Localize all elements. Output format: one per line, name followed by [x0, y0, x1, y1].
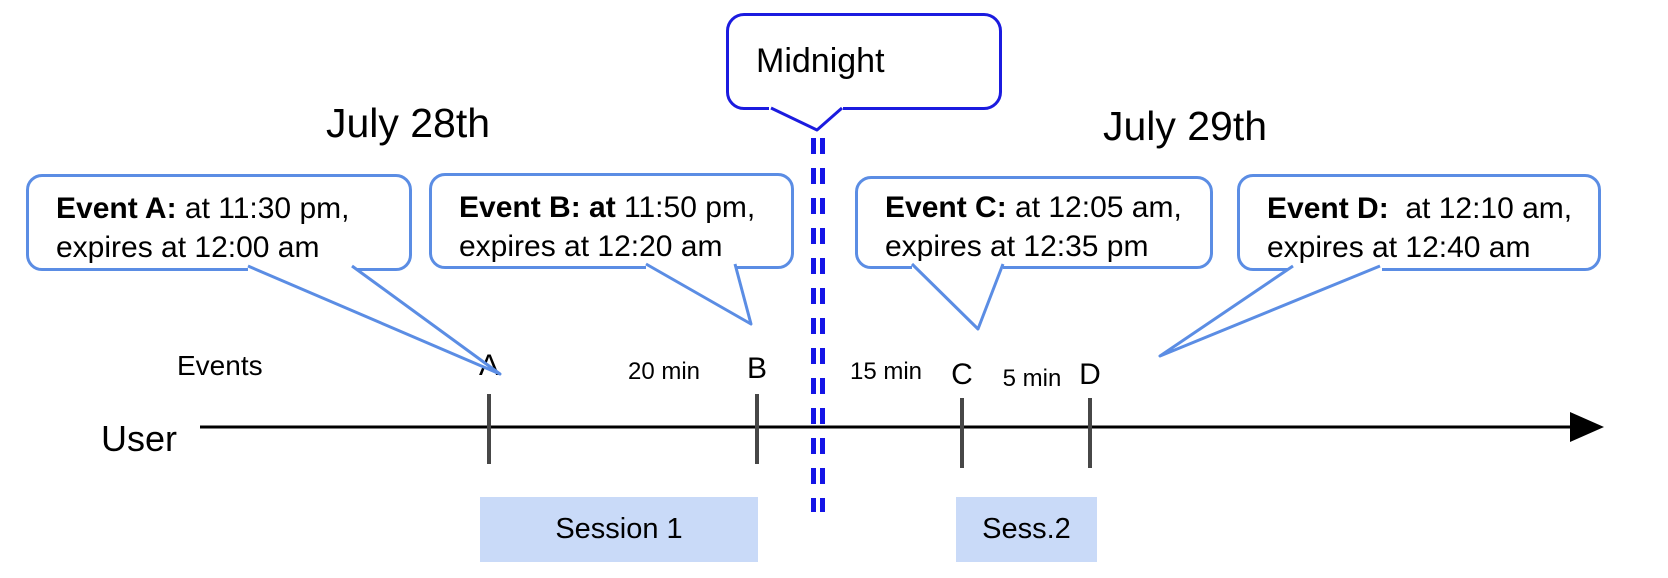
date-title-july-28: July 28th: [325, 100, 491, 146]
interval-label-20min: 20 min: [627, 358, 701, 385]
event-b-callout-tail: [645, 262, 753, 326]
midnight-label: Midnight: [756, 42, 885, 80]
event-d-line2: expires at 12:40 am: [1267, 231, 1531, 264]
event-a-line2: expires at 12:00 am: [56, 231, 320, 264]
event-d-callout: Event D: at 12:10 am, expires at 12:40 a…: [1237, 174, 1601, 271]
event-c-line1: Event C: at 12:05 am,: [885, 188, 1200, 227]
session-2-box: Sess.2: [956, 497, 1097, 562]
event-d-title: Event D:: [1267, 192, 1389, 225]
event-a-time: at 11:30 pm,: [176, 192, 350, 225]
event-a-callout-tail: [247, 264, 502, 376]
events-axis-label: Events: [177, 350, 263, 381]
event-d-time: at 12:10 am,: [1388, 192, 1573, 225]
date-title-july-29: July 29th: [1102, 103, 1268, 149]
midnight-callout: Midnight: [726, 13, 1002, 110]
event-c-line2: expires at 12:35 pm: [885, 230, 1149, 263]
event-c-callout-tail: [910, 262, 1005, 331]
event-c-callout: Event C: at 12:05 am, expires at 12:35 p…: [855, 176, 1213, 269]
tick-label-d: D: [1079, 358, 1101, 391]
event-d-callout-tail: [1158, 264, 1381, 358]
tick-label-c: C: [951, 358, 973, 391]
midnight-callout-tail: [770, 106, 843, 132]
session-1-box: Session 1: [480, 497, 758, 562]
session-2-label: Sess.2: [982, 513, 1071, 545]
event-b-line1: Event B: at 11:50 pm,: [459, 188, 781, 227]
event-b-title: Event B: at: [459, 191, 616, 224]
event-d-line1: Event D: at 12:10 am,: [1267, 189, 1588, 228]
interval-label-15min: 15 min: [849, 358, 923, 385]
event-b-line2: expires at 12:20 am: [459, 230, 723, 263]
event-c-title: Event C:: [885, 191, 1007, 224]
timeline-arrowhead-icon: [1570, 412, 1604, 442]
user-axis-label: User: [101, 418, 178, 459]
interval-label-5min: 5 min: [1002, 365, 1062, 392]
event-a-title: Event A:: [56, 192, 177, 225]
event-a-callout: Event A: at 11:30 pm, expires at 12:00 a…: [26, 174, 412, 271]
event-b-time: 11:50 pm,: [615, 191, 756, 224]
event-a-line1: Event A: at 11:30 pm,: [56, 189, 399, 228]
session-1-label: Session 1: [555, 513, 683, 545]
event-b-callout: Event B: at 11:50 pm, expires at 12:20 a…: [429, 173, 794, 269]
event-c-time: at 12:05 am,: [1006, 191, 1182, 224]
tick-label-b: B: [746, 352, 767, 385]
tick-label-a: A: [478, 349, 499, 382]
